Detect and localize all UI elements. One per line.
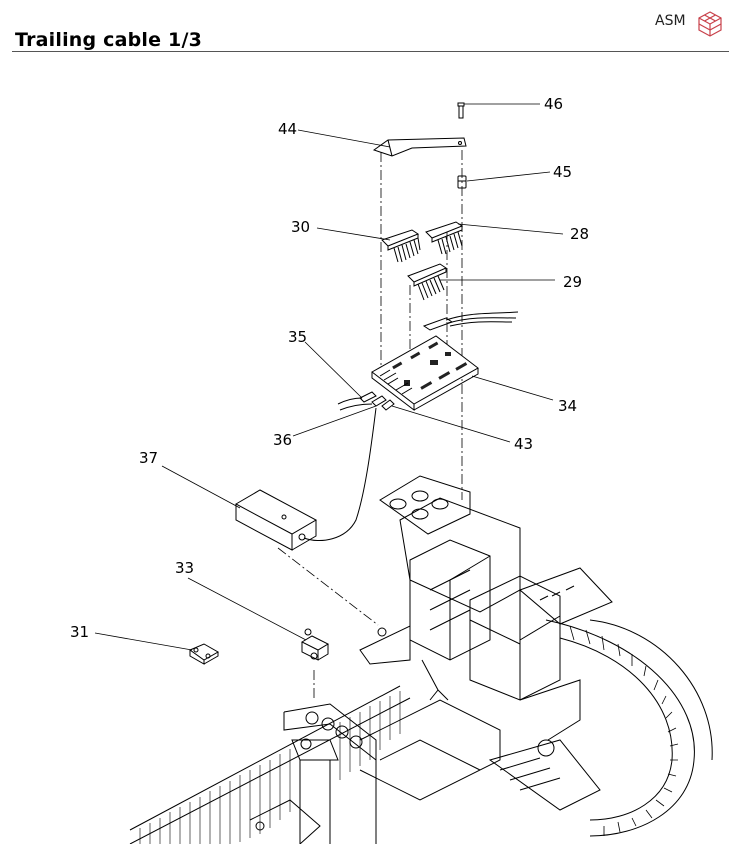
part-35-36-43-connectors bbox=[303, 391, 395, 541]
part-31-plug bbox=[188, 643, 220, 665]
callout-29: 29 bbox=[563, 273, 582, 291]
callout-44: 44 bbox=[278, 120, 297, 138]
callout-33: 33 bbox=[175, 559, 194, 577]
part-30-connector bbox=[381, 229, 421, 263]
cube-logo-icon bbox=[698, 11, 722, 37]
callout-43: 43 bbox=[514, 435, 533, 453]
callout-46: 46 bbox=[544, 95, 563, 113]
callout-37: 37 bbox=[139, 449, 158, 467]
callout-34: 34 bbox=[558, 397, 577, 415]
leader-lines bbox=[94, 103, 564, 651]
wire-harness bbox=[422, 311, 519, 331]
callout-labels: 46 44 45 30 28 29 35 34 36 43 37 33 31 bbox=[70, 95, 589, 641]
trailing-cable-carrier bbox=[488, 619, 713, 837]
part-44-bracket bbox=[372, 137, 467, 157]
page-title: Trailing cable 1/3 bbox=[15, 29, 203, 51]
part-37-box bbox=[234, 489, 318, 551]
header-divider bbox=[12, 51, 729, 52]
part-28-connector bbox=[425, 221, 464, 255]
callout-45: 45 bbox=[553, 163, 572, 181]
callout-35: 35 bbox=[288, 328, 307, 346]
brand-name: ASM bbox=[655, 13, 686, 29]
part-45-spacer bbox=[457, 175, 467, 189]
part-33-connector bbox=[300, 628, 330, 661]
callout-28: 28 bbox=[570, 225, 589, 243]
part-46-screw bbox=[457, 102, 465, 119]
main-housing bbox=[359, 475, 613, 701]
part-29-connector bbox=[407, 263, 448, 301]
callout-36: 36 bbox=[273, 431, 292, 449]
callout-31: 31 bbox=[70, 623, 89, 641]
part-34-circuit-board bbox=[371, 335, 479, 412]
callout-30: 30 bbox=[291, 218, 310, 236]
base-frame bbox=[129, 685, 501, 844]
